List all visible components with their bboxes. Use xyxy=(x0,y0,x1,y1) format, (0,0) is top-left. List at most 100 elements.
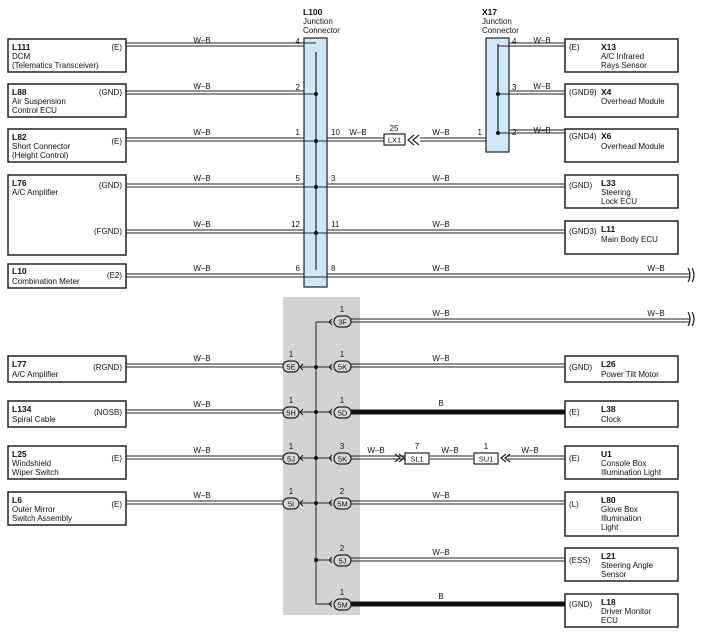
svg-text:1: 1 xyxy=(340,305,345,314)
svg-text:11: 11 xyxy=(331,220,340,229)
x17-pins: 1 4 3 2 xyxy=(478,37,517,137)
plug-sl1: SL1 7 xyxy=(394,442,430,465)
svg-text:Rays Sensor: Rays Sensor xyxy=(601,61,647,70)
comp-u1: (E) U1 Console Box Illumination Light xyxy=(564,445,679,480)
comp-l76: L76 A/C Amplifier (GND) (FGND) xyxy=(7,174,127,256)
svg-text:Console Box: Console Box xyxy=(601,459,646,468)
plug-lx1: LX1 25 xyxy=(383,124,420,146)
svg-text:5M: 5M xyxy=(337,601,347,610)
svg-text:X4: X4 xyxy=(601,87,612,97)
svg-text:3: 3 xyxy=(340,442,345,451)
svg-text:5J: 5J xyxy=(339,557,347,566)
svg-text:Illumination: Illumination xyxy=(601,514,641,523)
comp-l33: (GND) L33 Steering Lock ECU xyxy=(564,174,679,209)
svg-text:L82: L82 xyxy=(12,132,27,142)
svg-text:W–B: W–B xyxy=(432,264,449,273)
svg-text:W–B: W–B xyxy=(432,309,449,318)
right-ovals: 3F 1 5K 1 5D 1 5K 3 5M 2 5J 2 5M 1 xyxy=(333,305,352,611)
svg-text:L11: L11 xyxy=(601,224,615,234)
svg-text:W–B: W–B xyxy=(533,82,550,91)
comp-l134: L134 Spiral Cable (NOSB) xyxy=(7,400,127,428)
svg-text:(GND3): (GND3) xyxy=(569,227,597,236)
svg-text:5D: 5D xyxy=(338,409,348,418)
svg-text:W–B: W–B xyxy=(367,446,384,455)
svg-text:1: 1 xyxy=(340,350,345,359)
comp-l38: (E) L38 Clock xyxy=(564,400,679,428)
comp-l77: L77 A/C Amplifier (RGND) xyxy=(7,355,127,383)
svg-text:5M: 5M xyxy=(337,500,347,509)
svg-text:LX1: LX1 xyxy=(388,136,401,145)
plug-su1: SU1 1 xyxy=(473,442,511,465)
svg-text:U1: U1 xyxy=(601,449,612,459)
svg-text:1: 1 xyxy=(340,396,345,405)
comp-l25: L25 Windshield Wiper Switch (E) xyxy=(7,445,127,480)
x17-code: X17 xyxy=(482,7,497,17)
svg-text:W–B: W–B xyxy=(193,446,210,455)
svg-text:5K: 5K xyxy=(338,455,347,464)
svg-text:W–B: W–B xyxy=(647,309,664,318)
svg-text:SU1: SU1 xyxy=(479,455,494,464)
comp-l11: (GND3) L11 Main Body ECU xyxy=(564,220,679,255)
svg-text:A/C Amplifier: A/C Amplifier xyxy=(12,188,59,197)
svg-text:(NOSB): (NOSB) xyxy=(94,408,122,417)
svg-text:Clock: Clock xyxy=(601,415,622,424)
svg-text:Main Body ECU: Main Body ECU xyxy=(601,235,658,244)
svg-text:5: 5 xyxy=(296,174,301,183)
comp-l111: L111 DCM (Telematics Transceiver) (E) xyxy=(7,38,127,73)
comp-l80: (L) L80 Glove Box Illumination Light xyxy=(564,491,679,537)
x17-line1: Junction xyxy=(482,17,512,26)
svg-text:SL1: SL1 xyxy=(410,455,423,464)
svg-text:6: 6 xyxy=(296,264,301,273)
svg-text:ECU: ECU xyxy=(601,616,618,625)
svg-text:L134: L134 xyxy=(12,404,32,414)
l100-line1: Junction xyxy=(303,17,333,26)
svg-text:W–B: W–B xyxy=(193,174,210,183)
svg-text:L80: L80 xyxy=(601,495,616,505)
svg-text:1: 1 xyxy=(478,128,483,137)
svg-text:(GND): (GND) xyxy=(569,363,592,372)
svg-text:W–B: W–B xyxy=(193,264,210,273)
svg-text:Short Connector: Short Connector xyxy=(12,142,71,151)
svg-text:L38: L38 xyxy=(601,404,616,414)
svg-text:Combination Meter: Combination Meter xyxy=(12,277,80,286)
comp-x4: (GND9) X4 Overhead Module xyxy=(564,83,679,118)
svg-text:W–B: W–B xyxy=(193,36,210,45)
svg-text:Illumination Light: Illumination Light xyxy=(601,468,662,477)
svg-text:W–B: W–B xyxy=(193,128,210,137)
svg-text:Overhead Module: Overhead Module xyxy=(601,142,665,151)
comp-l21: (ESS) L21 Steering Angle Sensor xyxy=(564,547,679,582)
svg-text:Spiral Cable: Spiral Cable xyxy=(12,415,56,424)
svg-text:(E): (E) xyxy=(111,500,122,509)
connector-arrows xyxy=(299,318,333,608)
svg-text:(E): (E) xyxy=(111,43,122,52)
svg-text:Windshield: Windshield xyxy=(12,459,51,468)
svg-text:X13: X13 xyxy=(601,42,616,52)
comp-l82: L82 Short Connector (Height Control) (E) xyxy=(7,128,127,163)
svg-text:L88: L88 xyxy=(12,87,27,97)
svg-text:L76: L76 xyxy=(12,178,27,188)
l100-junction-dots xyxy=(314,92,500,235)
svg-text:W–B: W–B xyxy=(193,220,210,229)
svg-text:Overhead Module: Overhead Module xyxy=(601,97,665,106)
comp-l26: (GND) L26 Power Tilt Motor xyxy=(564,355,679,383)
svg-text:W–B: W–B xyxy=(193,82,210,91)
svg-text:W–B: W–B xyxy=(533,126,550,135)
svg-text:2: 2 xyxy=(512,128,517,137)
svg-text:W–B: W–B xyxy=(193,354,210,363)
svg-text:W–B: W–B xyxy=(432,220,449,229)
svg-text:1: 1 xyxy=(289,396,294,405)
svg-text:L26: L26 xyxy=(601,359,616,369)
svg-text:L21: L21 xyxy=(601,551,616,561)
svg-text:W–B: W–B xyxy=(193,400,210,409)
upper-wires xyxy=(126,42,690,278)
svg-text:2: 2 xyxy=(296,83,301,92)
comp-l88: L88 Air Suspension Control ECU (GND) xyxy=(7,83,127,118)
svg-text:Sensor: Sensor xyxy=(601,570,627,579)
svg-text:(FGND): (FGND) xyxy=(94,227,122,236)
comp-l10: L10 Combination Meter (E2) xyxy=(7,263,127,289)
lower-wires xyxy=(126,318,690,605)
svg-text:12: 12 xyxy=(291,220,300,229)
svg-text:5E: 5E xyxy=(286,363,295,372)
comp-x13: (E) X13 A/C Infrared Rays Sensor xyxy=(564,38,679,73)
svg-text:(ESS): (ESS) xyxy=(569,556,591,565)
